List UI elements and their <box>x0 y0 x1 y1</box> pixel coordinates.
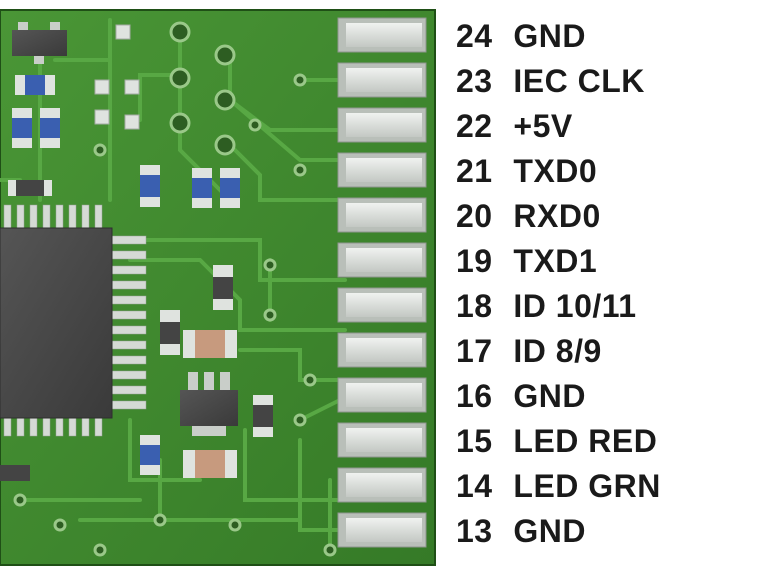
pin-signal: IEC CLK <box>513 63 645 99</box>
edge-pad-face-15 <box>346 428 422 452</box>
edge-pad-face-19 <box>346 248 422 272</box>
pin-label-19: 19 TXD1 <box>456 241 597 281</box>
pin-label-13: 13 GND <box>456 511 586 551</box>
pin-number: 16 <box>456 378 493 414</box>
pin-number: 15 <box>456 423 493 459</box>
pin-number: 17 <box>456 333 493 369</box>
pin-signal: TXD1 <box>513 243 598 279</box>
pin-signal: ID 8/9 <box>513 333 602 369</box>
pin-label-18: 18 ID 10/11 <box>456 286 637 326</box>
voltage-regulator <box>180 372 238 436</box>
pin-label-15: 15 LED RED <box>456 421 657 461</box>
pin-signal: GND <box>513 513 586 549</box>
pin-labels: 24 GND 23 IEC CLK 22 +5V 21 TXD0 20 RXD0… <box>456 16 768 560</box>
chip-lead <box>55 417 64 437</box>
chip-lead <box>111 325 147 335</box>
resistors-small <box>0 180 273 481</box>
edge-pad-face-20 <box>346 203 422 227</box>
pin-number: 24 <box>456 18 493 54</box>
brown-components <box>183 330 237 478</box>
chip-lead <box>111 310 147 320</box>
pin-label-17: 17 ID 8/9 <box>456 331 602 371</box>
chip-lead <box>111 265 147 275</box>
pin-number: 20 <box>456 198 493 234</box>
pin-number: 21 <box>456 153 493 189</box>
chip-lead <box>111 295 147 305</box>
chip-lead <box>16 204 25 229</box>
pin-signal: TXD0 <box>513 153 598 189</box>
pin-label-21: 21 TXD0 <box>456 151 597 191</box>
chip-lead <box>3 417 12 437</box>
edge-pad-face-24 <box>346 23 422 47</box>
pin-label-23: 23 IEC CLK <box>456 61 645 101</box>
edge-connector-pads <box>337 17 427 548</box>
edge-pad-face-14 <box>346 473 422 497</box>
pin-signal: +5V <box>513 108 573 144</box>
pin-signal: LED GRN <box>513 468 661 504</box>
chip-lead <box>81 417 90 437</box>
chip-lead <box>42 204 51 229</box>
pin-label-22: 22 +5V <box>456 106 573 146</box>
edge-pad-face-17 <box>346 338 422 362</box>
pin-label-20: 20 RXD0 <box>456 196 601 236</box>
pin-signal: LED RED <box>513 423 658 459</box>
chip-lead <box>94 204 103 229</box>
chip-lead <box>111 250 147 260</box>
chip-lead <box>29 204 38 229</box>
chip-lead <box>111 385 147 395</box>
chip-lead <box>111 355 147 365</box>
pin-number: 23 <box>456 63 493 99</box>
chip-lead <box>68 204 77 229</box>
pin-signal: RXD0 <box>513 198 601 234</box>
pin-signal: GND <box>513 378 586 414</box>
edge-pad-face-13 <box>346 518 422 542</box>
chip-lead <box>111 235 147 245</box>
pin-number: 19 <box>456 243 493 279</box>
pin-number: 14 <box>456 468 493 504</box>
chip-lead <box>111 370 147 380</box>
chip-lead <box>111 280 147 290</box>
edge-pad-face-22 <box>346 113 422 137</box>
chip-lead <box>3 204 12 229</box>
pin-number: 22 <box>456 108 493 144</box>
edge-pad-face-23 <box>346 68 422 92</box>
pin-label-14: 14 LED GRN <box>456 466 661 506</box>
edge-pad-face-16 <box>346 383 422 407</box>
edge-pad-face-21 <box>346 158 422 182</box>
chip-lead <box>81 204 90 229</box>
transistor-top <box>12 22 67 64</box>
microcontroller-chip <box>0 204 147 437</box>
chip-lead <box>16 417 25 437</box>
chip-lead <box>111 400 147 410</box>
chip-lead <box>42 417 51 437</box>
pin-signal: GND <box>513 18 586 54</box>
chip-lead <box>68 417 77 437</box>
chip-lead <box>29 417 38 437</box>
pin-signal: ID 10/11 <box>513 288 637 324</box>
capacitors <box>12 75 240 475</box>
edge-pad-face-18 <box>346 293 422 317</box>
pin-label-16: 16 GND <box>456 376 586 416</box>
pin-number: 18 <box>456 288 493 324</box>
pin-label-24: 24 GND <box>456 16 586 56</box>
vias <box>13 21 337 557</box>
chip-lead <box>55 204 64 229</box>
chip-lead <box>94 417 103 437</box>
chip-lead <box>111 340 147 350</box>
pin-number: 13 <box>456 513 493 549</box>
